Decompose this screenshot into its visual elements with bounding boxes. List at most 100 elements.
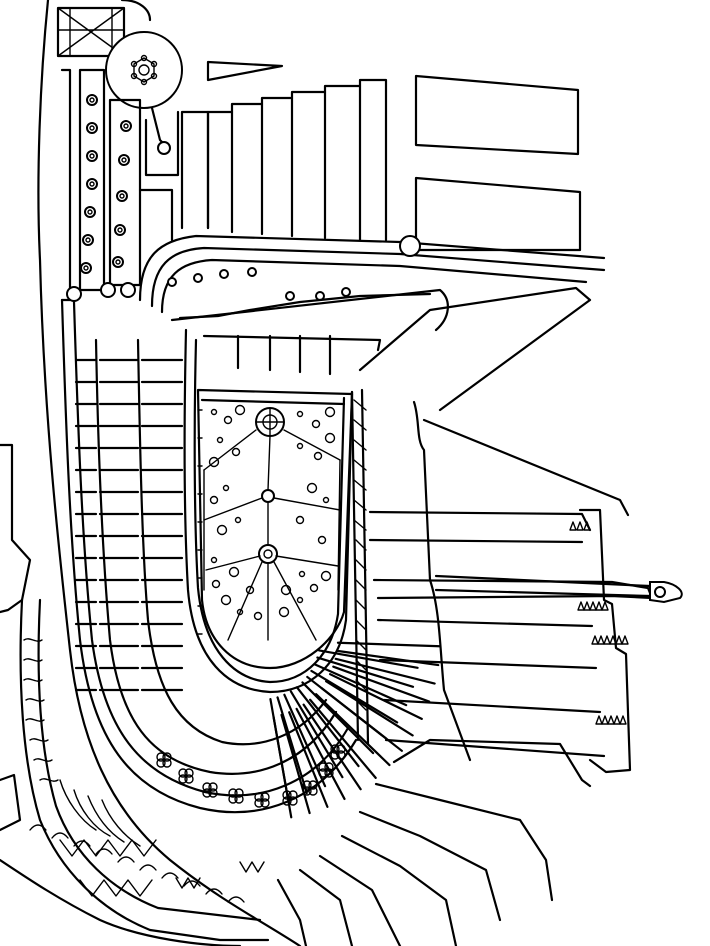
step-line [306, 675, 388, 740]
trim-triangle [583, 521, 591, 531]
pebble [317, 535, 327, 545]
trim-triangle [601, 601, 609, 611]
bottom-scallops [29, 824, 245, 903]
shrub-blob [184, 768, 194, 778]
rail-dot [285, 291, 295, 301]
pebble [222, 484, 230, 492]
pebble [306, 482, 318, 494]
pebble [296, 442, 304, 450]
step-line [329, 673, 423, 721]
step-line [325, 680, 414, 737]
outer-steps [74, 358, 441, 819]
pebble [322, 496, 330, 504]
step-line [269, 697, 289, 799]
trim-triangle [615, 635, 623, 645]
shrub-blob [178, 774, 188, 784]
stud-dot [120, 120, 132, 132]
scallop [227, 896, 245, 903]
stud-dot [120, 282, 136, 298]
scallop [73, 840, 91, 847]
stud-center [115, 259, 121, 265]
shrub-clusters [156, 744, 346, 808]
pebble [208, 456, 220, 468]
shrub-blob [208, 788, 218, 798]
pebble [324, 406, 336, 418]
pebble [296, 596, 304, 604]
shrub-blob [260, 798, 270, 808]
stud-center [83, 265, 89, 271]
pebble [220, 594, 232, 606]
trim-triangle [601, 715, 609, 725]
rail-dot [193, 273, 203, 283]
triangle-trims [569, 521, 629, 725]
step-line [276, 696, 308, 795]
stud-center [85, 237, 91, 243]
pebble [210, 556, 218, 564]
stud-dot [86, 94, 98, 106]
shrub-blob [282, 796, 292, 806]
step-line [288, 711, 329, 808]
shrub-blob [318, 768, 328, 778]
right-floor [276, 286, 654, 946]
stud-dot [100, 282, 116, 298]
trim-triangle [619, 715, 627, 725]
stud-dot [118, 154, 130, 166]
railing-right [350, 388, 370, 746]
shrub-blob [162, 752, 172, 762]
shrub-blob [234, 788, 244, 798]
shrub-blob [260, 792, 270, 802]
shrub-blob [162, 758, 172, 768]
step-line [289, 690, 344, 779]
trim-triangle [577, 601, 585, 611]
stud-center [89, 125, 95, 131]
pebble [228, 566, 240, 578]
stud-dot [112, 256, 124, 268]
pebble [253, 611, 263, 621]
shrub-blob [234, 794, 244, 804]
outer-frame [0, 0, 302, 946]
trim-triangle [621, 635, 629, 645]
trim-triangle [595, 715, 603, 725]
x-lattice-icon [56, 0, 152, 58]
pebble [298, 570, 306, 578]
shrub-blob [156, 758, 166, 768]
shrub-blob [308, 786, 318, 796]
stud-center [119, 193, 125, 199]
step-line [332, 665, 431, 703]
top-floor-planks [180, 60, 582, 252]
trim-triangle [603, 635, 611, 645]
ceiling-pebbles [208, 404, 336, 621]
stud-center [117, 227, 123, 233]
pebble [313, 451, 323, 461]
pebble [234, 516, 242, 524]
stud-dots [66, 94, 136, 302]
shrub-blob [330, 750, 340, 760]
hexagon-rosette-icon [105, 31, 183, 155]
pebble [234, 404, 246, 416]
rail-dot [247, 267, 257, 277]
pebble [210, 408, 218, 416]
pebble [245, 585, 255, 595]
step-line [336, 649, 440, 667]
shrub-blob [288, 796, 298, 806]
shrub-blob [336, 750, 346, 760]
stud-dot [66, 286, 82, 302]
step-line [309, 698, 377, 779]
left-ornament-band [0, 598, 270, 946]
trim-triangle [609, 635, 617, 645]
pebble [311, 419, 321, 429]
shrub-blob [202, 782, 212, 792]
shrub-blob [330, 744, 340, 754]
step-line [316, 656, 415, 688]
step-line [280, 713, 311, 815]
pebble [309, 583, 319, 593]
pebble [211, 579, 221, 589]
shrub-blob [254, 792, 264, 802]
pebble [231, 447, 241, 457]
pebble [320, 570, 332, 582]
stud-center [89, 181, 95, 187]
shrub-blob [324, 762, 334, 772]
stud-dot [82, 234, 94, 246]
stud-dot [86, 122, 98, 134]
